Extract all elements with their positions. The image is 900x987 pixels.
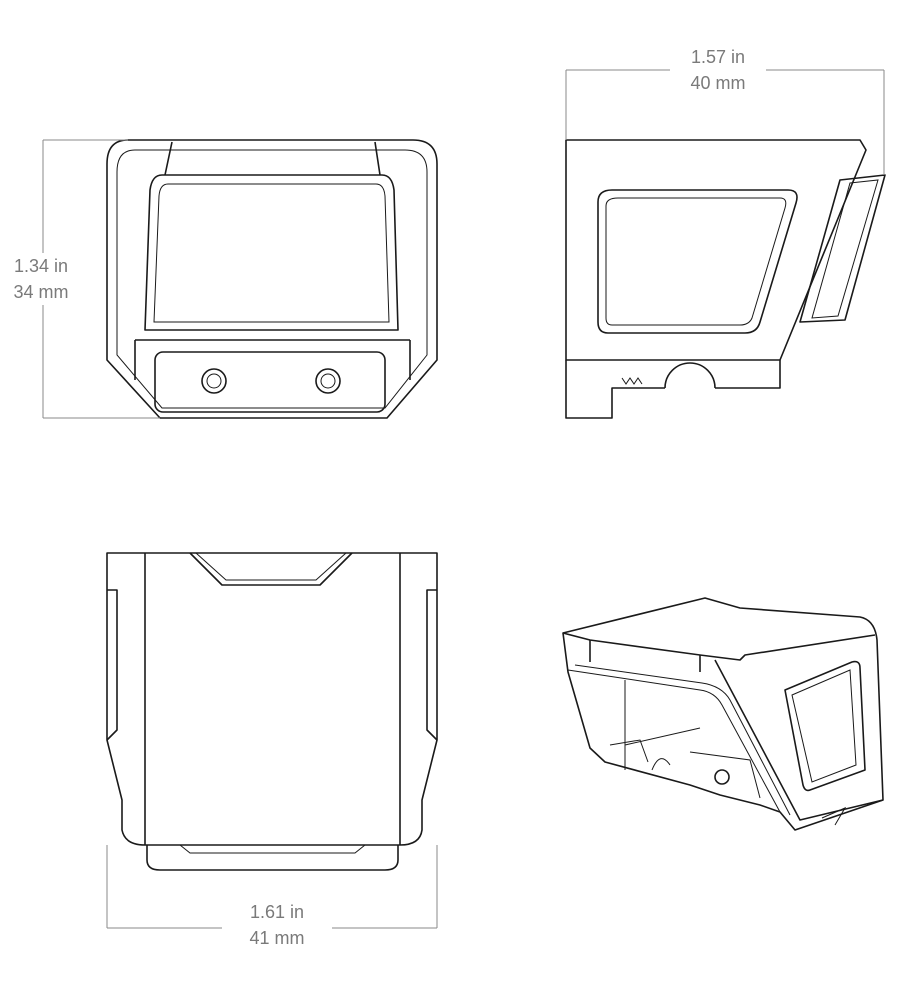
height-dimension-label: 1.34 in 34 mm	[8, 253, 74, 305]
width-metric: 41 mm	[249, 928, 305, 948]
front-view	[106, 139, 438, 419]
isometric-view	[562, 597, 884, 831]
width-dimension-label: 1.61 in 41 mm	[222, 899, 332, 951]
depth-imperial: 1.57 in	[690, 47, 746, 67]
dimension-lines	[42, 69, 885, 929]
width-imperial: 1.61 in	[249, 902, 305, 922]
depth-dimension-label: 1.57 in 40 mm	[670, 44, 766, 96]
height-imperial: 1.34 in	[13, 256, 69, 276]
height-metric: 34 mm	[13, 282, 69, 302]
side-view	[565, 139, 886, 419]
depth-metric: 40 mm	[690, 73, 746, 93]
bottom-view	[106, 552, 438, 871]
